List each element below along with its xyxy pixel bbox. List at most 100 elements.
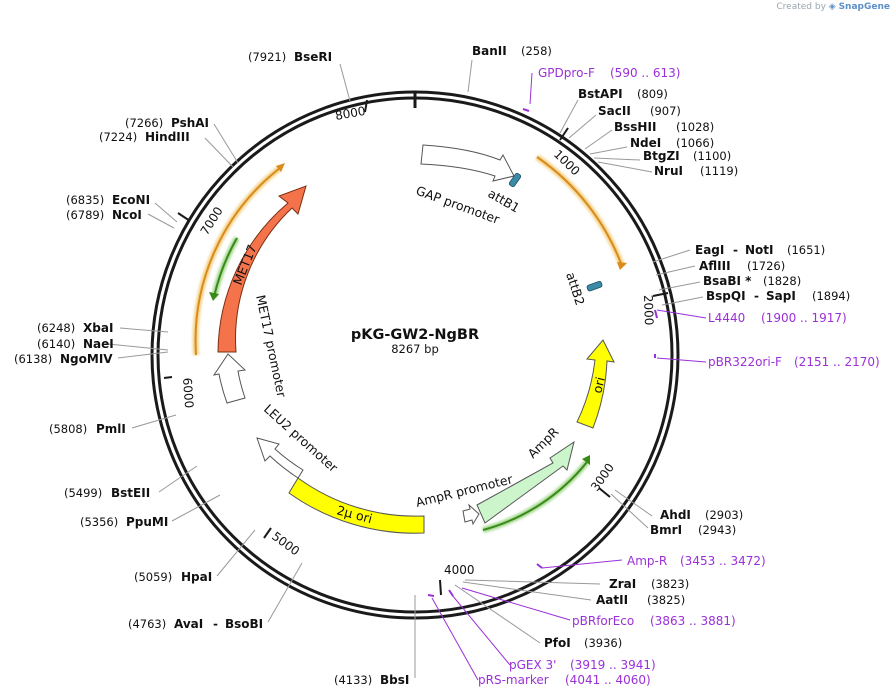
leader-bspqi — [661, 296, 704, 306]
site-pos: (1726) — [747, 259, 785, 273]
orf-green-right-head — [582, 455, 590, 465]
site-name: BmrI — [650, 523, 682, 537]
tick-8000 — [364, 99, 368, 113]
site-ppumi: (5356) PpuMI — [80, 515, 168, 529]
leader-bstapi — [559, 99, 579, 134]
tick-2000 — [652, 292, 669, 297]
primer-pbr322ori-f: pBR322ori-F (2151 .. 2170) — [708, 355, 880, 369]
orf-orange-top-head — [617, 262, 627, 270]
site-name: BstEII — [111, 486, 150, 500]
leader-bmri — [610, 493, 649, 529]
site-bsabi: BsaBI * (1828) — [703, 274, 801, 288]
leu2-promoter-arrow — [256, 437, 304, 479]
site-pos: (258) — [521, 44, 552, 58]
site-btgzi: BtgZI (1100) — [643, 149, 731, 163]
leader-hpai — [216, 529, 256, 577]
attb1-site — [508, 172, 522, 188]
plasmid-name: pKG-GW2-NgBR — [351, 327, 479, 343]
gap-promoter-arrow — [420, 144, 515, 182]
site-pos: (5059) — [134, 570, 172, 584]
site-ahdi: AhdI (2903) — [660, 508, 743, 522]
site-pmli: (5808) PmlI — [49, 422, 126, 436]
site-pos: (1100) — [693, 149, 731, 163]
leader-econi — [154, 202, 178, 223]
primer-range: (2151 .. 2170) — [794, 355, 880, 369]
site-bsteii: (5499) BstEII — [64, 486, 150, 500]
leader-afliii — [655, 265, 696, 276]
primer-range: (590 .. 613) — [610, 66, 680, 80]
site-pos: (7224) — [99, 130, 137, 144]
site-name2: SapI — [766, 289, 796, 303]
leader-ngomiv — [117, 351, 169, 359]
site-name: AvaI — [174, 617, 203, 631]
site-sacii: SacII (907) — [598, 104, 681, 118]
primer-range: (3453 .. 3472) — [680, 554, 766, 568]
leu2-promoter-label: LEU2 promoter — [261, 401, 341, 476]
met17-promoter-arrow — [212, 353, 247, 404]
site-name: PfoI — [544, 636, 571, 650]
site-bmri: BmrI (2943) — [650, 523, 736, 537]
site-name: BspQI — [706, 289, 746, 303]
site-pos: (3825) — [647, 593, 685, 607]
leader-bsshii — [584, 129, 613, 150]
tick-5000 — [263, 527, 272, 539]
credit-brand: SnapGene — [838, 2, 890, 12]
leader-l4440 — [656, 309, 707, 319]
leader-ncoi — [147, 213, 175, 229]
tick-4000 — [439, 579, 442, 596]
site-pos: (2903) — [705, 508, 743, 522]
site-name: NgoMIV — [60, 352, 113, 366]
site-naei: (6140) NaeI — [37, 337, 114, 351]
orf-orange-left-line — [194, 167, 281, 356]
site-pos: (1066) — [676, 136, 714, 150]
site-name2: NotI — [745, 243, 774, 257]
tick-3000 — [598, 487, 611, 498]
site-name: PmlI — [96, 422, 126, 436]
site-pos: (1119) — [700, 164, 738, 178]
primer-range: (3919 .. 3941) — [570, 658, 656, 672]
primer-l4440: L4440 (1900 .. 1917) — [708, 311, 847, 325]
leader-pbrforeco — [461, 587, 571, 621]
leader-ppumi — [171, 494, 221, 522]
met17-promoter-label: MET17 promoter — [253, 294, 290, 400]
leader-avai — [267, 562, 303, 623]
marker-gpdpro — [522, 108, 530, 112]
primer-gpdpro-f: GPDpro-F (590 .. 613) — [538, 66, 680, 80]
leader-hindiii — [204, 137, 234, 168]
attb2-site — [586, 280, 603, 292]
orf-indicators — [192, 154, 627, 533]
leader-sacii — [568, 114, 597, 139]
site-name: BanII — [472, 44, 507, 58]
leader-aatii — [462, 581, 592, 601]
primer-prs-marker: pRS-marker (4041 .. 4060) — [478, 673, 651, 687]
site-pos: (907) — [650, 104, 681, 118]
plasmid-length: 8267 bp — [391, 342, 439, 356]
site-separator: - — [733, 243, 738, 257]
site-name: EagI — [695, 243, 724, 257]
site-aatii: AatII (3825) — [596, 593, 685, 607]
site-hpai: (5059) HpaI — [134, 570, 212, 584]
site-pos: (809) — [637, 87, 668, 101]
site-ndei: NdeI (1066) — [630, 136, 714, 150]
leader-pmli — [131, 414, 177, 429]
site-name: BstAPI — [578, 87, 623, 101]
site-name: NaeI — [83, 337, 114, 351]
tick-label-3000: 3000 — [588, 461, 617, 494]
leader-prsmarker — [431, 597, 479, 681]
site-name: PshAI — [171, 116, 209, 130]
site-pos: (6138) — [14, 352, 52, 366]
site-pos: (3823) — [651, 577, 689, 591]
site-pos: (1894) — [812, 289, 850, 303]
site-pos: (5356) — [80, 515, 118, 529]
marker-l4440 — [654, 309, 658, 319]
primer-name: L4440 — [708, 311, 745, 325]
site-bspqi-sapi: BspQI - SapI (1894) — [706, 289, 850, 303]
site-pos: (4763) — [128, 617, 166, 631]
site-name: BbsI — [380, 673, 409, 687]
site-name: EcoNI — [112, 193, 150, 207]
site-name: XbaI — [83, 321, 113, 335]
primer-name: pRS-marker — [478, 673, 549, 687]
site-pos: (6140) — [37, 337, 75, 351]
site-leaders — [107, 59, 704, 678]
leader-naei — [107, 343, 169, 351]
